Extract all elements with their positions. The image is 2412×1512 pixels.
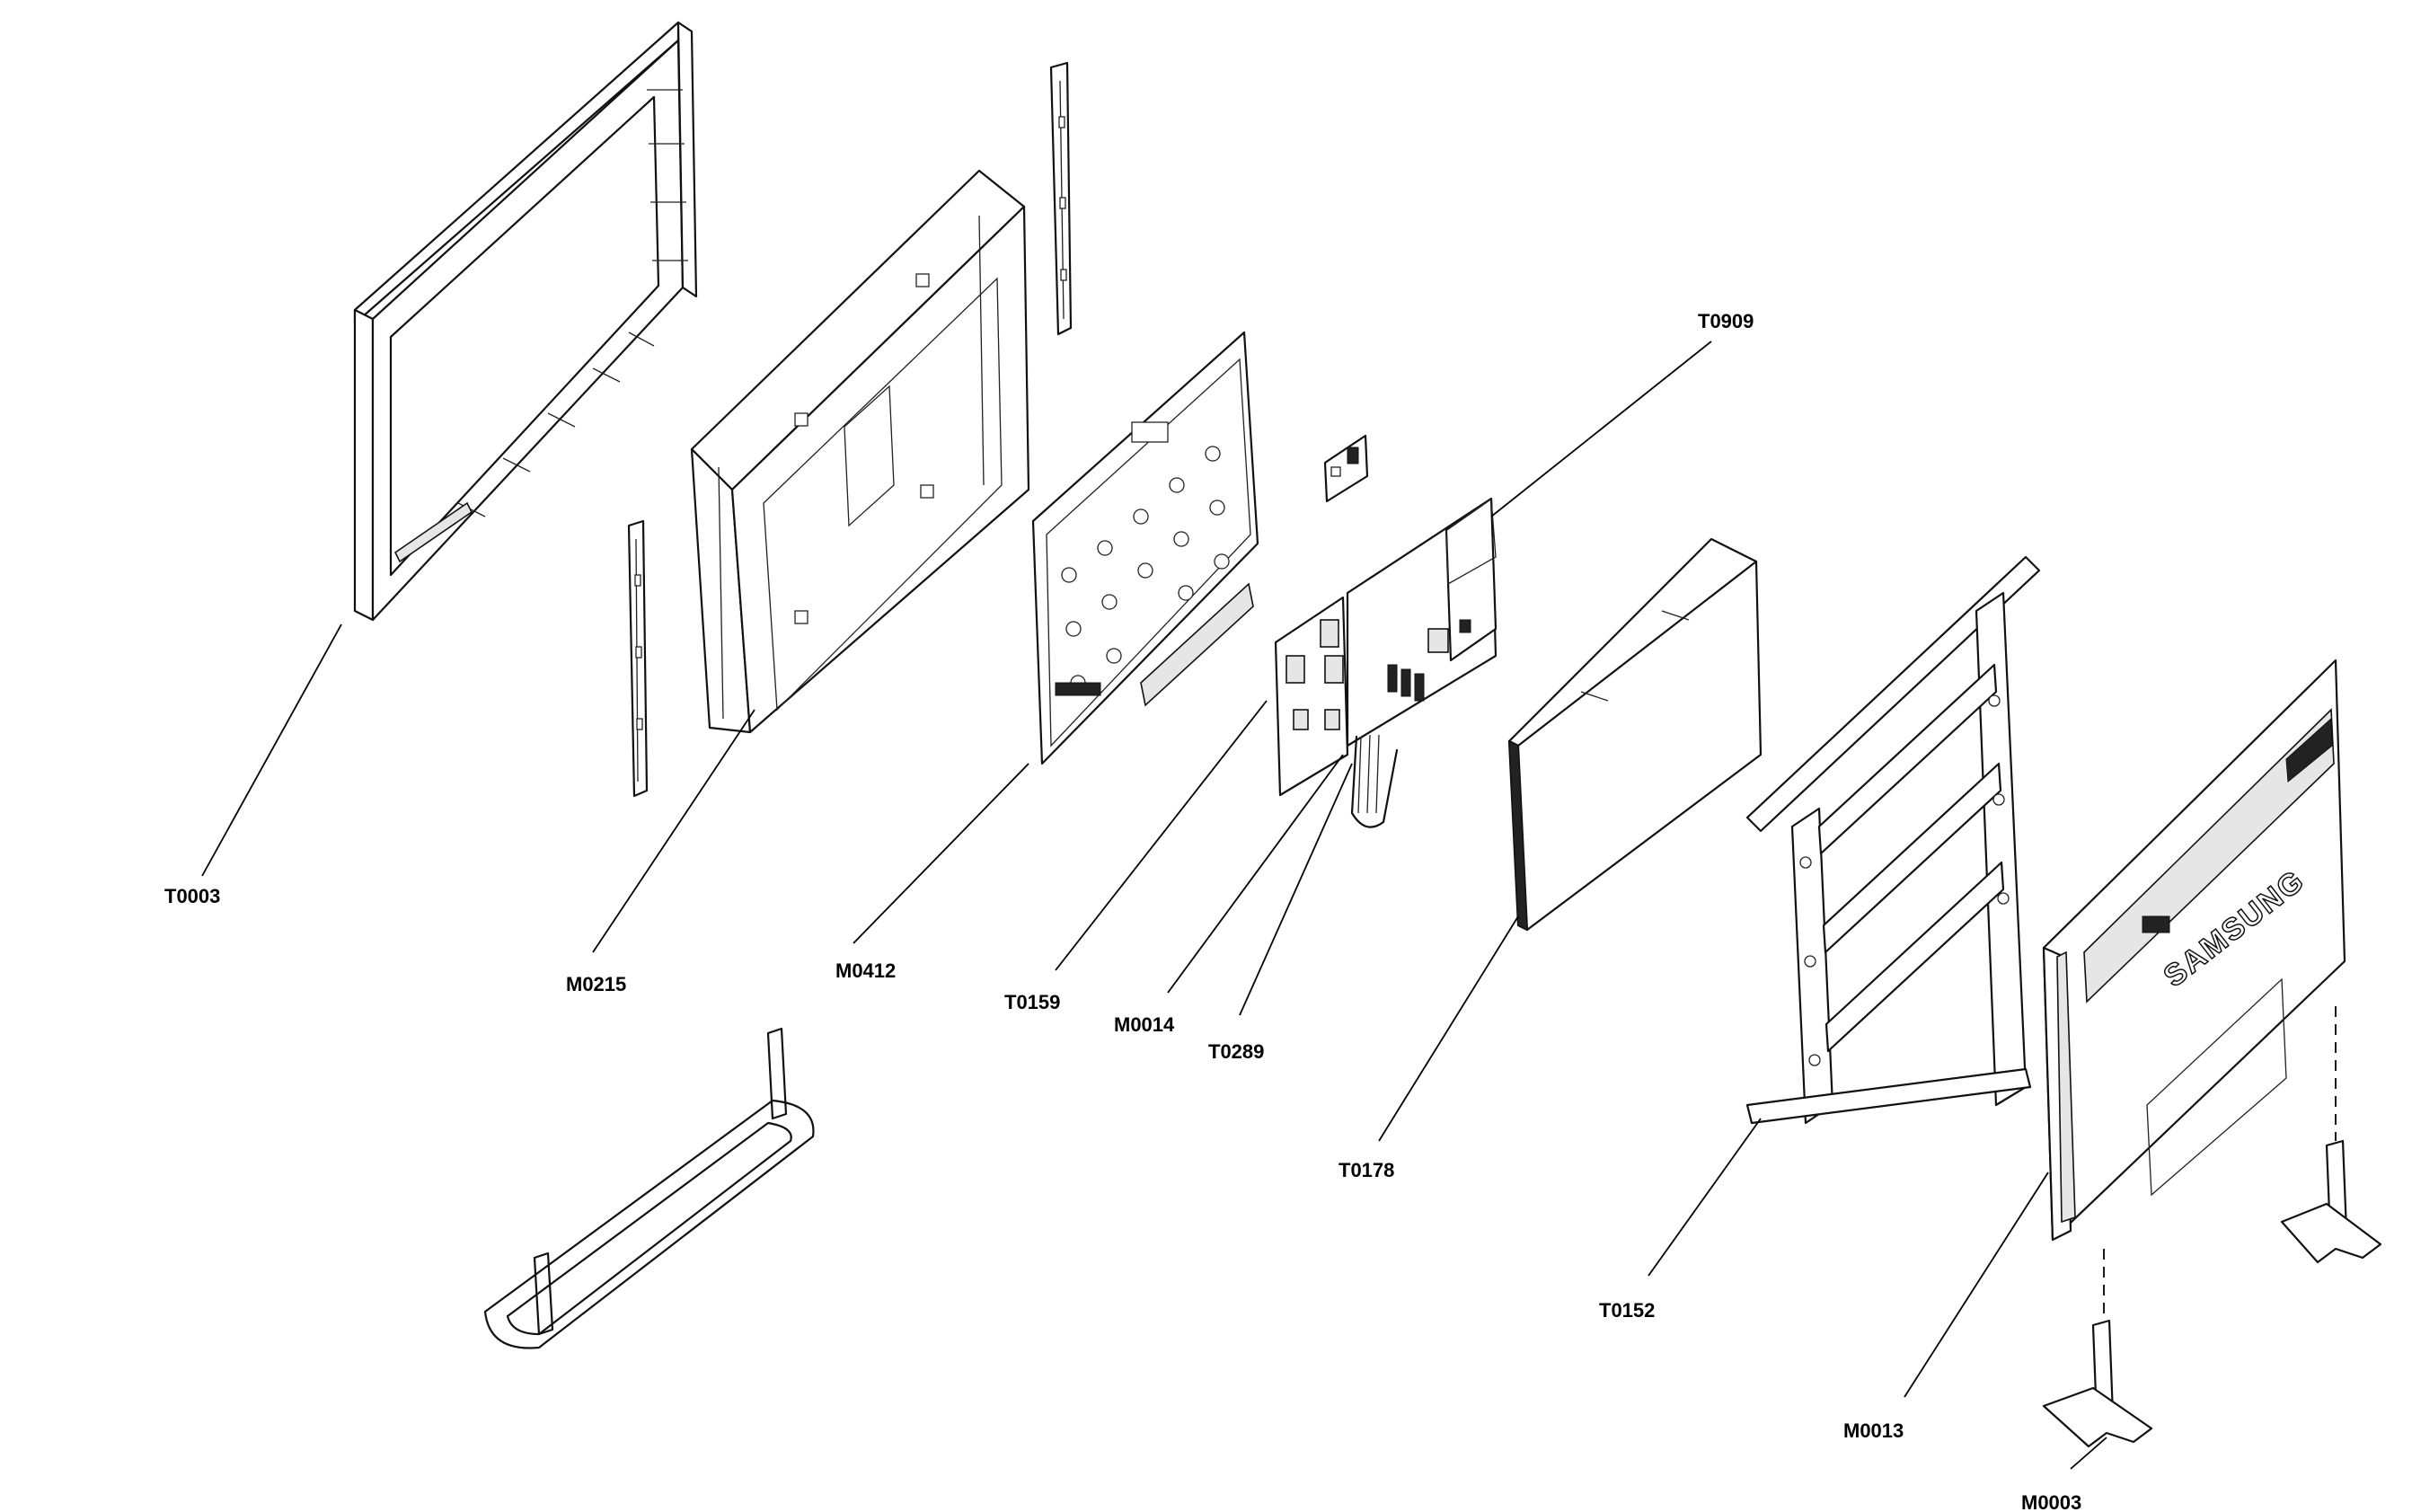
callout-t0159: T0159 xyxy=(1004,991,1060,1013)
stand-frame-part xyxy=(1745,555,2041,1125)
power-board-part xyxy=(1274,596,1349,797)
leader-m0003 xyxy=(2070,1437,2107,1470)
leader-m0215 xyxy=(592,709,755,953)
callout-m0003: M0003 xyxy=(2021,1491,2081,1512)
leader-t0159 xyxy=(1055,700,1268,971)
display-panel-part xyxy=(690,169,1030,734)
base-stand-part xyxy=(483,1027,815,1349)
right-stand-foot-part xyxy=(2280,1139,2382,1264)
callout-t0152: T0152 xyxy=(1599,1299,1655,1322)
left-side-bracket-part xyxy=(627,519,649,798)
leader-t0152 xyxy=(1648,1118,1762,1277)
shield-cover-part xyxy=(1507,537,1763,932)
leader-m0412 xyxy=(853,763,1029,944)
cable-assembly-part xyxy=(1350,734,1399,828)
right-side-bracket-part xyxy=(1049,61,1073,336)
callout-t0909: T0909 xyxy=(1698,310,1754,332)
callout-t0003: T0003 xyxy=(164,885,220,907)
leader-t0003 xyxy=(201,623,342,877)
callout-m0215: M0215 xyxy=(566,973,626,995)
leader-m0013 xyxy=(1904,1172,2049,1398)
callout-m0412: M0412 xyxy=(835,959,896,982)
small-board-part xyxy=(1323,434,1369,503)
leader-t0909 xyxy=(1490,340,1712,517)
main-board-part xyxy=(1346,497,1498,747)
leader-m0014 xyxy=(1167,754,1344,994)
rear-chassis-part xyxy=(1031,331,1259,765)
callout-t0178: T0178 xyxy=(1339,1159,1394,1181)
callout-m0013: M0013 xyxy=(1843,1419,1904,1442)
front-bezel-part xyxy=(353,21,698,622)
callout-t0289: T0289 xyxy=(1208,1040,1264,1063)
leader-t0178 xyxy=(1378,915,1519,1142)
leader-t0289 xyxy=(1239,763,1353,1016)
rear-cover-part: SAMSUNG xyxy=(2042,659,2346,1242)
front-stand-foot-part xyxy=(2042,1319,2153,1448)
callout-m0014: M0014 xyxy=(1114,1013,1175,1036)
